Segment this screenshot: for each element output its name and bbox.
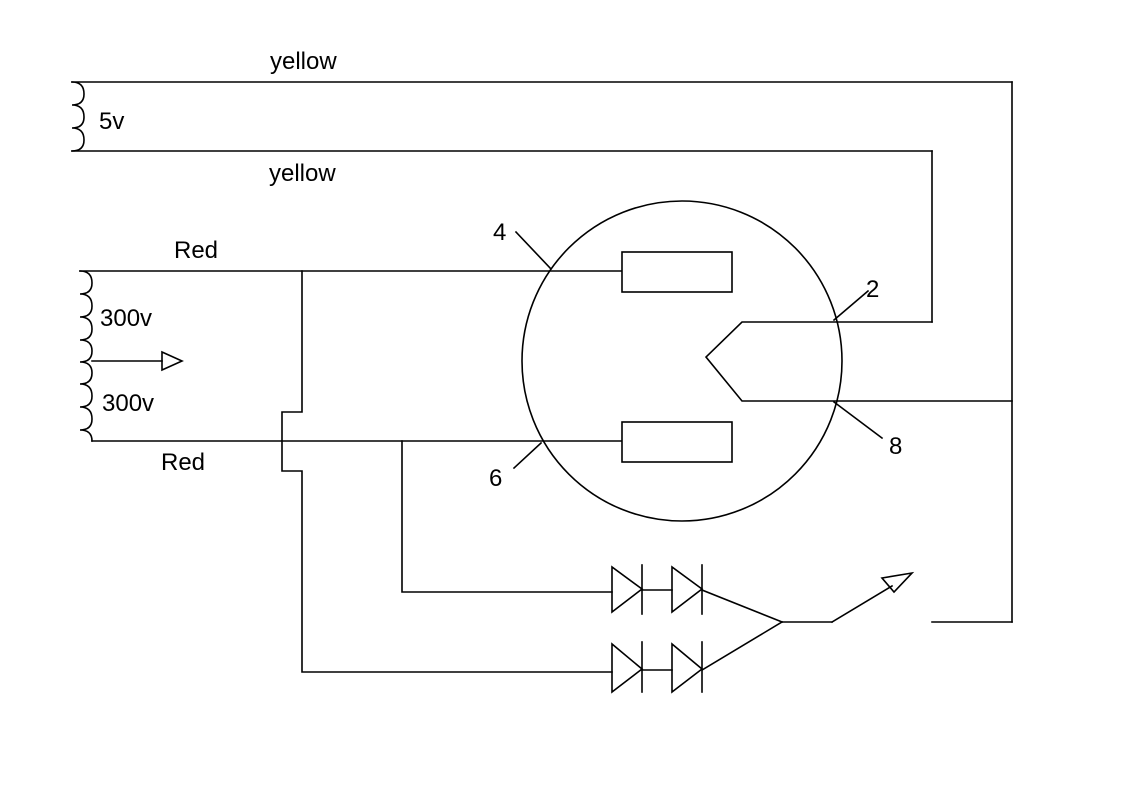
label-red-top: Red	[174, 237, 218, 264]
heater-winding-5v	[71, 81, 85, 152]
diode-symbol	[671, 565, 704, 614]
pin-8-leader	[832, 400, 884, 440]
tube-filament	[704, 321, 1013, 402]
switch-arm	[830, 584, 894, 624]
anode-plate-upper	[621, 251, 733, 293]
label-pin-2: 2	[866, 276, 879, 303]
diode-symbol	[611, 565, 644, 614]
label-red-bottom: Red	[161, 449, 205, 476]
label-pin-4: 4	[493, 219, 506, 246]
pin-2-leader	[832, 289, 870, 322]
center-tap-arrow-head	[161, 350, 184, 372]
diode-string-upper	[611, 564, 784, 624]
rectifier-tube-envelope	[521, 200, 843, 522]
anode-plate-lower	[621, 421, 733, 463]
label-wire-yellow-top: yellow	[270, 48, 337, 75]
diode-output-wire	[700, 588, 784, 624]
label-hv-lower: 300v	[102, 390, 154, 417]
label-heater-voltage: 5v	[99, 108, 124, 135]
diode-output-wire	[700, 620, 784, 672]
label-pin-8: 8	[889, 433, 902, 460]
hv-winding-300-0-300	[79, 270, 93, 442]
switch-arrow-head	[880, 571, 915, 594]
diode-symbol	[611, 642, 644, 694]
label-pin-6: 6	[489, 465, 502, 492]
label-wire-yellow-second: yellow	[269, 160, 336, 187]
label-hv-upper: 300v	[100, 305, 152, 332]
pin-4-leader	[514, 230, 553, 271]
wire-branch-upper-diodes	[401, 440, 613, 593]
pin-6-leader	[512, 441, 543, 470]
wire-crossover	[281, 270, 613, 673]
diode-string-lower	[611, 620, 784, 694]
diode-symbol	[671, 642, 704, 694]
